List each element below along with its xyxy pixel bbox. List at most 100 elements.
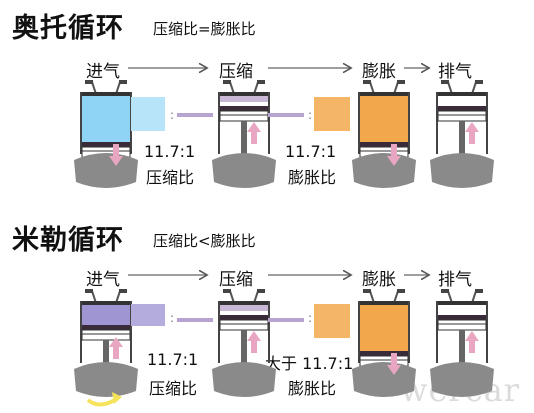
cylinder-wall-left [80,301,82,363]
valve-cap-right [475,80,483,84]
miller-colon-2: : [308,311,312,325]
motion-arrow-shaft [113,144,119,158]
valve-cap-left [363,80,371,84]
valve-cap-left [441,80,449,84]
motion-arrow-head [387,365,401,375]
motion-arrow-head [465,331,479,341]
valve-cap-right [397,289,405,293]
otto-stage-expansion: 膨胀 [362,62,396,82]
piston-top [82,325,130,330]
valve-cap-right [119,80,127,84]
piston-body [437,319,487,331]
cylinder-gas [220,305,268,311]
cylinder-head [220,301,268,305]
cylinder-wall-right [268,301,270,363]
piston-top [360,142,408,147]
cylinder-head [360,301,408,305]
valve-cap-left [441,289,449,293]
cylinder-wall-left [436,92,438,154]
miller-expansion-bar [268,318,304,322]
cylinder-gas [220,96,268,102]
otto-stage-intake: 进气 [86,62,120,82]
connecting-rod [459,121,465,161]
cylinder-head [438,301,486,305]
otto-stage-compression: 压缩 [219,62,253,82]
miller-stage-exhaust: 排气 [438,270,472,290]
valve-cap-left [85,80,93,84]
crankcase [352,153,416,188]
cylinder-gas [360,305,408,351]
crankcase [212,153,276,188]
motion-arrow-head [247,122,261,132]
cylinder-head [360,92,408,96]
connecting-rod [103,340,109,370]
valve-cap-right [257,289,265,293]
motion-arrow-shaft [251,130,257,144]
cylinder-wall-right [130,301,132,363]
motion-arrow-shaft [469,339,475,353]
valve-cap-right [257,80,265,84]
crankcase [430,362,494,397]
otto-engine-intake [74,80,138,188]
miller-engine-compression [212,289,276,397]
crankcase [74,362,138,397]
piston-top [438,106,486,111]
otto-engine-exhaust [430,80,494,188]
piston-top [220,315,268,320]
otto-engine-compression [212,80,276,188]
otto-expansion-volume-square [314,97,350,131]
miller-stage-compression: 压缩 [219,270,253,290]
valve-cap-left [363,289,371,293]
miller-bypass-arrow-head [112,392,122,404]
otto-engine-expansion [352,80,416,188]
otto-stage-exhaust: 排气 [438,62,472,82]
motion-arrow-shaft [469,130,475,144]
otto-compression-ratio: 11.7:1 [144,142,196,161]
motion-arrow-head [109,156,123,166]
cylinder-wall-right [268,92,270,154]
motion-arrow-head [109,337,123,347]
valve-cap-left [223,289,231,293]
miller-expansion-volume-square [314,304,350,338]
valve-cap-left [223,80,231,84]
miller-colon-1: : [170,311,174,325]
cylinder-gas [82,96,130,142]
cylinder-wall-left [80,92,82,154]
miller-expansion-ratio: 大于 11.7:1 [265,354,354,373]
motion-arrow-shaft [391,144,397,158]
cylinder-head [438,92,486,96]
miller-intake-volume-square [131,304,165,326]
crankcase [430,153,494,188]
piston-top [82,142,130,147]
cylinder-wall-right [486,301,488,363]
otto-title: 奥托循环 [12,13,124,44]
cylinder-gas [82,305,130,325]
motion-arrow-head [465,122,479,132]
otto-intake-volume-square [131,97,165,131]
cylinder-head [220,92,268,96]
piston-body [219,319,269,331]
otto-expansion-bar [268,113,304,117]
connecting-rod [241,121,247,161]
otto-colon-1: : [170,108,174,122]
connecting-rod [241,330,247,370]
miller-stage-expansion: 膨胀 [362,270,396,290]
miller-expansion-ratio-label: 膨胀比 [288,379,337,398]
crankcase [212,362,276,397]
miller-compression-ratio-label: 压缩比 [149,379,198,398]
connecting-rod [459,330,465,370]
motion-arrow-shaft [113,345,119,359]
valve-cap-right [119,289,127,293]
motion-arrow-head [387,156,401,166]
cylinder-wall-right [408,92,410,154]
piston-body [81,329,131,341]
miller-compression-ratio: 11.7:1 [147,350,199,369]
piston-body [219,110,269,122]
piston-top [360,351,408,356]
miller-engine-intake [74,289,138,397]
cylinder-wall-left [358,301,360,363]
valve-cap-left [85,289,93,293]
cylinder-wall-left [436,301,438,363]
otto-colon-2: : [308,108,312,122]
